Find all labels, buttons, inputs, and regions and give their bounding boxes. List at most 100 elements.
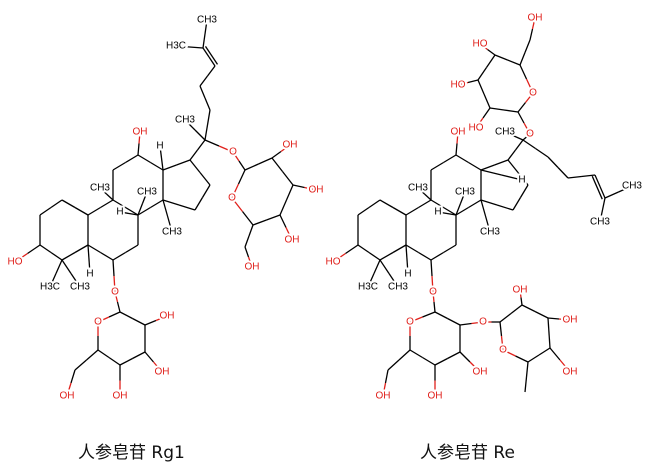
bond [125, 244, 139, 254]
atom-label-o: O [499, 345, 507, 356]
bond [447, 317, 461, 326]
bond [531, 17, 536, 30]
bond [517, 102, 527, 113]
bond [87, 244, 90, 260]
bond [61, 199, 76, 209]
bond [232, 151, 240, 162]
bond [422, 356, 436, 366]
bond [468, 161, 482, 171]
atom-label-oh: OH [376, 391, 391, 402]
bond [507, 149, 517, 161]
bond [392, 244, 407, 254]
bond [162, 199, 169, 217]
bond [494, 159, 509, 166]
bond [475, 117, 484, 129]
bond [405, 244, 408, 260]
bond [405, 244, 419, 254]
bond [244, 163, 259, 171]
bond [175, 45, 190, 48]
bond [244, 246, 250, 258]
bond [455, 154, 469, 164]
bond [513, 135, 524, 141]
bond [538, 347, 551, 356]
bond [61, 259, 72, 274]
bond [199, 172, 211, 186]
bond [433, 301, 436, 313]
bond [367, 273, 375, 288]
atom-label-oh: OH [451, 127, 466, 138]
bond [112, 251, 126, 261]
bond [162, 199, 180, 206]
bond [618, 185, 633, 193]
bond [525, 361, 529, 378]
bond [125, 154, 139, 164]
bond [112, 161, 126, 171]
bond [144, 351, 154, 363]
bond [74, 244, 89, 254]
atom-label-oh: OH [155, 367, 170, 378]
atom-label-ch3: CH3 [408, 183, 428, 194]
bond [526, 133, 531, 138]
bond [459, 322, 472, 326]
bond [357, 244, 370, 254]
bond [266, 214, 281, 221]
bond [100, 199, 114, 209]
bond [455, 143, 458, 156]
bond [405, 206, 419, 216]
bond [108, 356, 121, 366]
bond [112, 199, 126, 209]
bond [199, 85, 206, 99]
atom-label-ch3: CH3 [137, 187, 157, 198]
double-bond [204, 45, 219, 65]
bond [567, 175, 582, 179]
bond [517, 111, 525, 124]
bond [446, 212, 457, 216]
bond [418, 199, 432, 209]
bond [132, 317, 146, 326]
bond [208, 56, 216, 67]
bond [368, 199, 381, 209]
atom-label-h: H [434, 207, 441, 218]
bond [520, 297, 523, 306]
bond [49, 273, 57, 288]
bond [202, 47, 210, 58]
bond [521, 304, 536, 313]
bond [547, 156, 559, 168]
bond [459, 351, 471, 363]
bond [522, 139, 536, 150]
bond [515, 355, 529, 363]
bond [430, 161, 444, 171]
bond [189, 46, 204, 49]
bond [39, 244, 52, 254]
bond [70, 369, 76, 384]
atom-label-h: H [404, 269, 411, 280]
bond [581, 174, 596, 178]
bond [430, 259, 433, 277]
atom-label-ch3: CH3 [388, 282, 408, 293]
atom-label-h: H [156, 141, 163, 152]
bond [204, 139, 220, 147]
atom-label-h: H [518, 175, 525, 186]
bond [547, 317, 550, 334]
bond [204, 124, 209, 141]
bond [422, 311, 436, 318]
bond [128, 212, 139, 216]
bond [507, 159, 519, 173]
bond [155, 315, 168, 322]
atom-label-ho: HO [473, 39, 488, 50]
bond [409, 349, 423, 359]
bond [479, 43, 488, 51]
bond [238, 160, 246, 171]
bond [206, 65, 216, 77]
bond [517, 172, 529, 186]
bond [137, 143, 140, 156]
bond [55, 259, 63, 274]
bond [534, 310, 549, 319]
bond [160, 157, 164, 171]
bond [271, 157, 284, 172]
bond [258, 157, 273, 165]
atom-label-ch3: CH3 [455, 187, 475, 198]
bond [153, 361, 163, 373]
